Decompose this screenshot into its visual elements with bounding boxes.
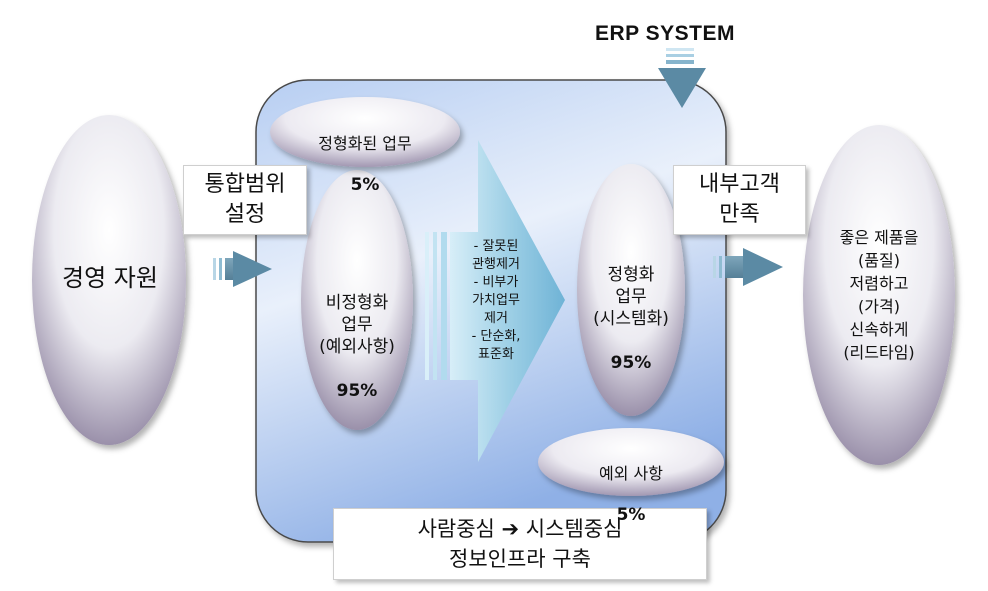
non-standard-pct: 95% — [336, 381, 378, 401]
infra-line-2: 정보인프라 구축 — [449, 547, 591, 571]
management-resource-oval — [32, 115, 186, 445]
erp-down-arrow — [658, 48, 706, 108]
exception-oval — [538, 428, 724, 496]
non-standard-text: 비정형화 업무 (예외사항) 95% — [301, 270, 413, 424]
standardized-text: 정형화 업무 (시스템화) 95% — [571, 242, 691, 396]
arrow-items-text: - 잘못된 관행제거 - 비부가 가치업무 제거 - 단순화, 표준화 — [471, 239, 521, 362]
management-resource-label: 경영 자원 — [62, 264, 158, 292]
standardized-label: 정형화 업무 (시스템화) — [593, 265, 669, 329]
process-big-arrow — [425, 140, 565, 462]
standardized-top-text: 정형화된 업무 5% — [285, 112, 445, 217]
exception-pct: 5% — [616, 505, 646, 525]
info-infra-box: 사람중심 ➔ 시스템중심 정보인프라 구축 — [333, 508, 707, 580]
arrow-left-small — [213, 251, 272, 287]
standardized-top-oval — [270, 97, 460, 167]
exception-label: 예외 사항 — [599, 464, 663, 483]
standardized-oval — [577, 164, 685, 416]
non-standard-label: 비정형화 업무 (예외사항) — [319, 293, 395, 357]
arrow-right-small — [713, 248, 783, 286]
internal-customer-box: 내부고객 만족 — [673, 165, 806, 235]
non-standard-oval — [301, 170, 413, 430]
standardized-pct: 95% — [610, 353, 652, 373]
result-oval — [803, 125, 955, 465]
erp-system-title: ERP SYSTEM — [595, 22, 735, 45]
integration-scope-box: 통합범위 설정 — [183, 165, 307, 235]
standardized-top-label: 정형화된 업무 — [318, 134, 412, 153]
result-text: 좋은 제품을 (품질) 저렴하고 (가격) 신속하게 (리드타임) — [839, 228, 919, 362]
standardized-top-pct: 5% — [350, 175, 380, 195]
exception-text: 예외 사항 5% — [551, 442, 711, 547]
infra-line-1: 사람중심 ➔ 시스템중심 — [417, 517, 623, 541]
